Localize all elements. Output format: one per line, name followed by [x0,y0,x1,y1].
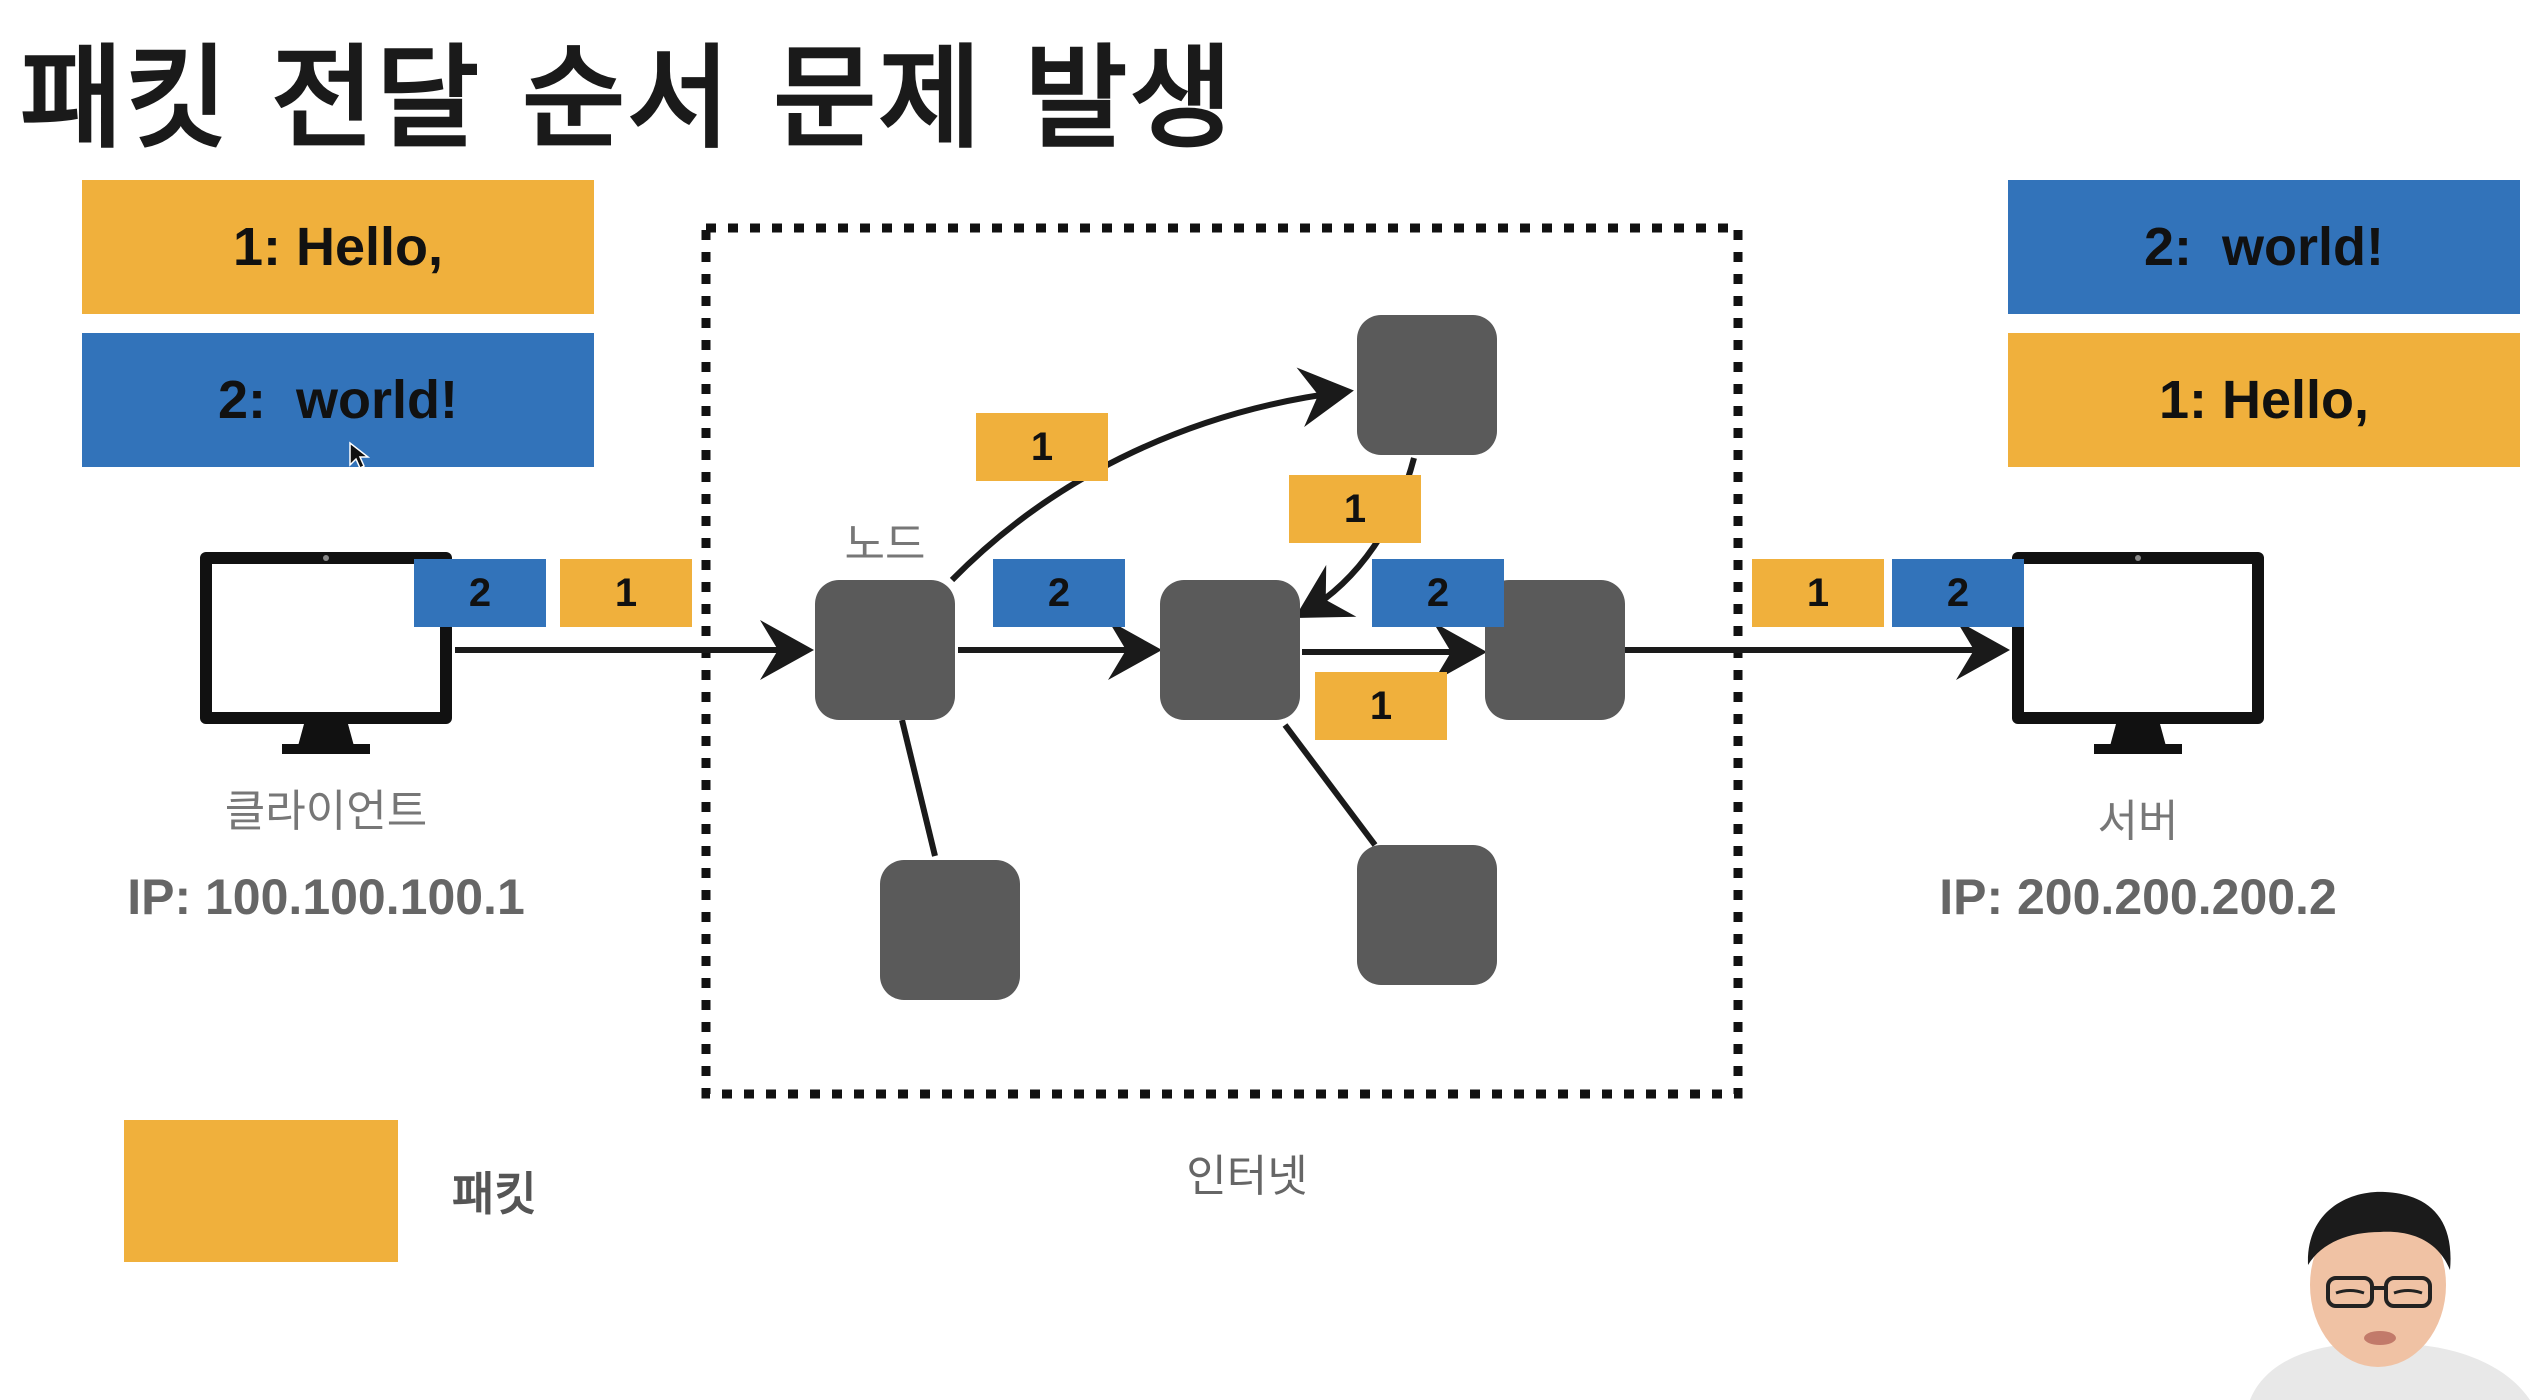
node-2 [1160,580,1300,720]
packet-mid-2: 2 [993,559,1125,627]
internet-boundary [701,223,1743,1099]
packet-server-in-2: 2 [1892,559,2024,627]
server-message-hello: 1: Hello, [2008,333,2520,467]
packet-down-1: 1 [1289,475,1421,543]
legend-label: 패킷 [452,1167,537,1221]
client-ip: IP: 100.100.100.1 [127,869,525,925]
node-bottom-left [880,860,1020,1000]
node-label: 노드 [844,519,926,570]
link-node2-bottom [1282,723,1378,847]
monitor-icon [200,552,452,754]
legend-swatch [124,1120,398,1262]
client-label: 클라이언트 [224,786,428,837]
server-label: 서버 [2097,796,2179,847]
node-3 [1485,580,1625,720]
packet-mid-right-2: 2 [1372,559,1504,627]
packet-client-out-1: 1 [560,559,692,627]
server-message-world: 2: world! [2008,180,2520,314]
node-top [1357,315,1497,455]
packet-arc-up-1: 1 [976,413,1108,481]
mouse-cursor-icon [349,441,370,470]
packet-low-1: 1 [1315,672,1447,740]
presenter-avatar [2210,1170,2548,1400]
internet-label: 인터넷 [1186,1151,1308,1202]
node-1 [815,580,955,720]
packet-server-in-1: 1 [1752,559,1884,627]
arrow-arc-up [949,367,1354,583]
link-node1-bottom [899,719,938,857]
monitor-icon [2012,552,2264,754]
packet-client-out-2: 2 [414,559,546,627]
page-title: 패킷 전달 순서 문제 발생 [20,34,1235,164]
node-bottom-right [1357,845,1497,985]
server-ip: IP: 200.200.200.2 [1939,869,2337,925]
client-message-hello: 1: Hello, [82,180,594,314]
client-message-world: 2: world! [82,333,594,467]
